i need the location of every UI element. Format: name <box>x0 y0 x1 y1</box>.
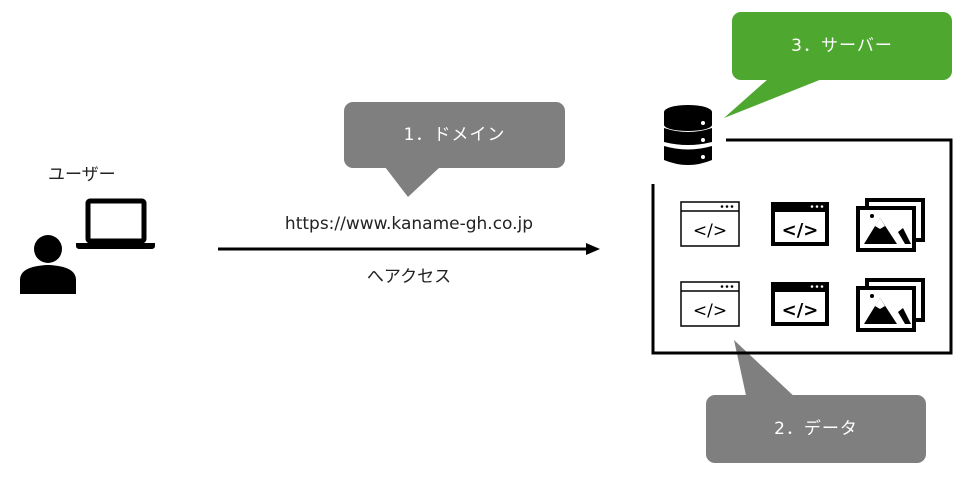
callout-domain-label: 1．ドメイン <box>403 125 506 145</box>
callout-data-label: 2．データ <box>774 419 858 439</box>
access-arrow <box>218 243 600 255</box>
html-file-outline-icon: </> <box>680 281 740 327</box>
svg-text:</>: </> <box>693 221 727 241</box>
access-caption: へアクセス <box>366 267 452 287</box>
callout-server <box>724 12 952 118</box>
callout-server-label: 3．サーバー <box>791 36 893 56</box>
laptop-icon <box>76 198 155 249</box>
callout-domain <box>344 102 565 197</box>
url-label: https://www.kaname-gh.co.jp <box>284 214 534 234</box>
user-label: ユーザー <box>48 165 116 185</box>
svg-text:</>: </> <box>782 220 819 241</box>
database-icon <box>664 105 712 165</box>
server-container <box>651 138 953 355</box>
svg-text:</>: </> <box>693 301 727 321</box>
html-file-outline-icon: </> <box>680 201 740 247</box>
images-icon <box>856 198 925 252</box>
images-icon <box>856 278 925 332</box>
html-file-filled-icon: </> <box>771 282 829 326</box>
callout-data <box>706 340 926 463</box>
svg-text:</>: </> <box>782 300 819 321</box>
html-file-filled-icon: </> <box>771 202 829 246</box>
person-icon <box>20 235 76 294</box>
